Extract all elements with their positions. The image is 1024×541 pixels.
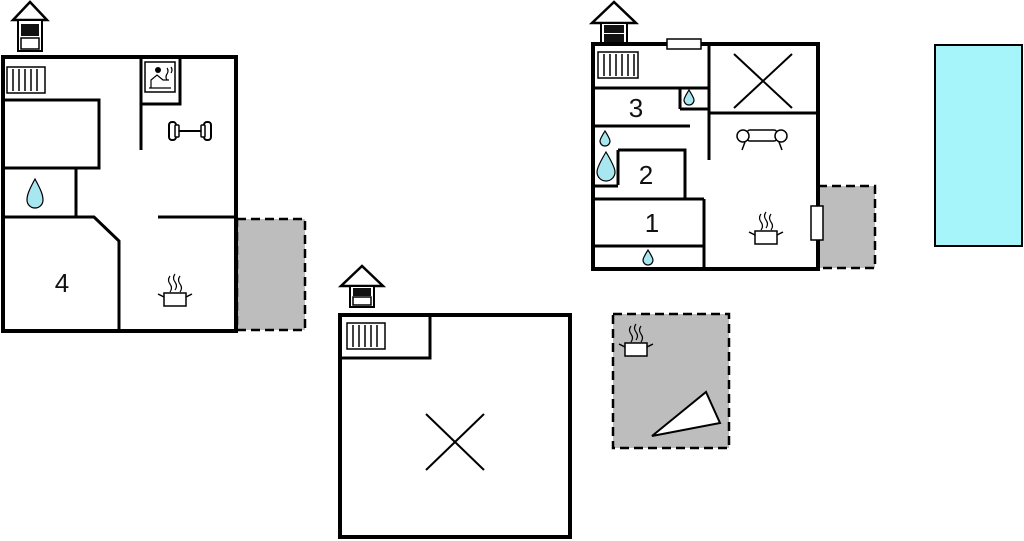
room-number-3: 3 [629,93,643,123]
open-space-cross [733,53,793,109]
terrace-right [816,184,877,270]
sail-shade-icon [651,390,722,437]
water-drop-icon [26,177,44,209]
water-drop-icon [683,88,695,106]
terrace-left [235,217,307,332]
building-right-walls [591,42,820,271]
entrance-icon [10,0,50,52]
cooking-pot-icon [157,273,193,307]
room-number-2: 2 [639,160,653,190]
radiator-icon [346,322,386,350]
building-left: 4 [1,0,307,333]
building-middle-interior-wall [340,315,432,360]
building-middle-walls [338,313,572,539]
building-middle [337,264,572,539]
radiator-icon [6,66,46,94]
radiator-icon [597,51,639,79]
building-left-walls [1,55,238,333]
sauna-icon [144,61,176,93]
open-space-cross [425,413,485,471]
water-drop-icon [596,150,616,182]
room-number-1: 1 [645,208,659,238]
cooking-pot-icon [748,211,784,245]
window [666,38,702,50]
entrance-icon [337,264,387,308]
cooking-pot-icon [618,323,654,357]
dumbbell-icon [168,121,212,141]
terrace-bbq [611,312,731,450]
door [810,205,824,241]
building-right: 3 2 1 [588,0,877,271]
water-drop-icon [599,129,611,147]
building-right-interior-walls [595,44,818,268]
building-left-interior-walls [3,57,236,330]
pool [934,44,1023,247]
water-drop-icon [642,248,654,266]
entrance-icon [588,0,640,44]
sofa-icon [736,129,788,151]
room-number-4: 4 [55,268,69,298]
